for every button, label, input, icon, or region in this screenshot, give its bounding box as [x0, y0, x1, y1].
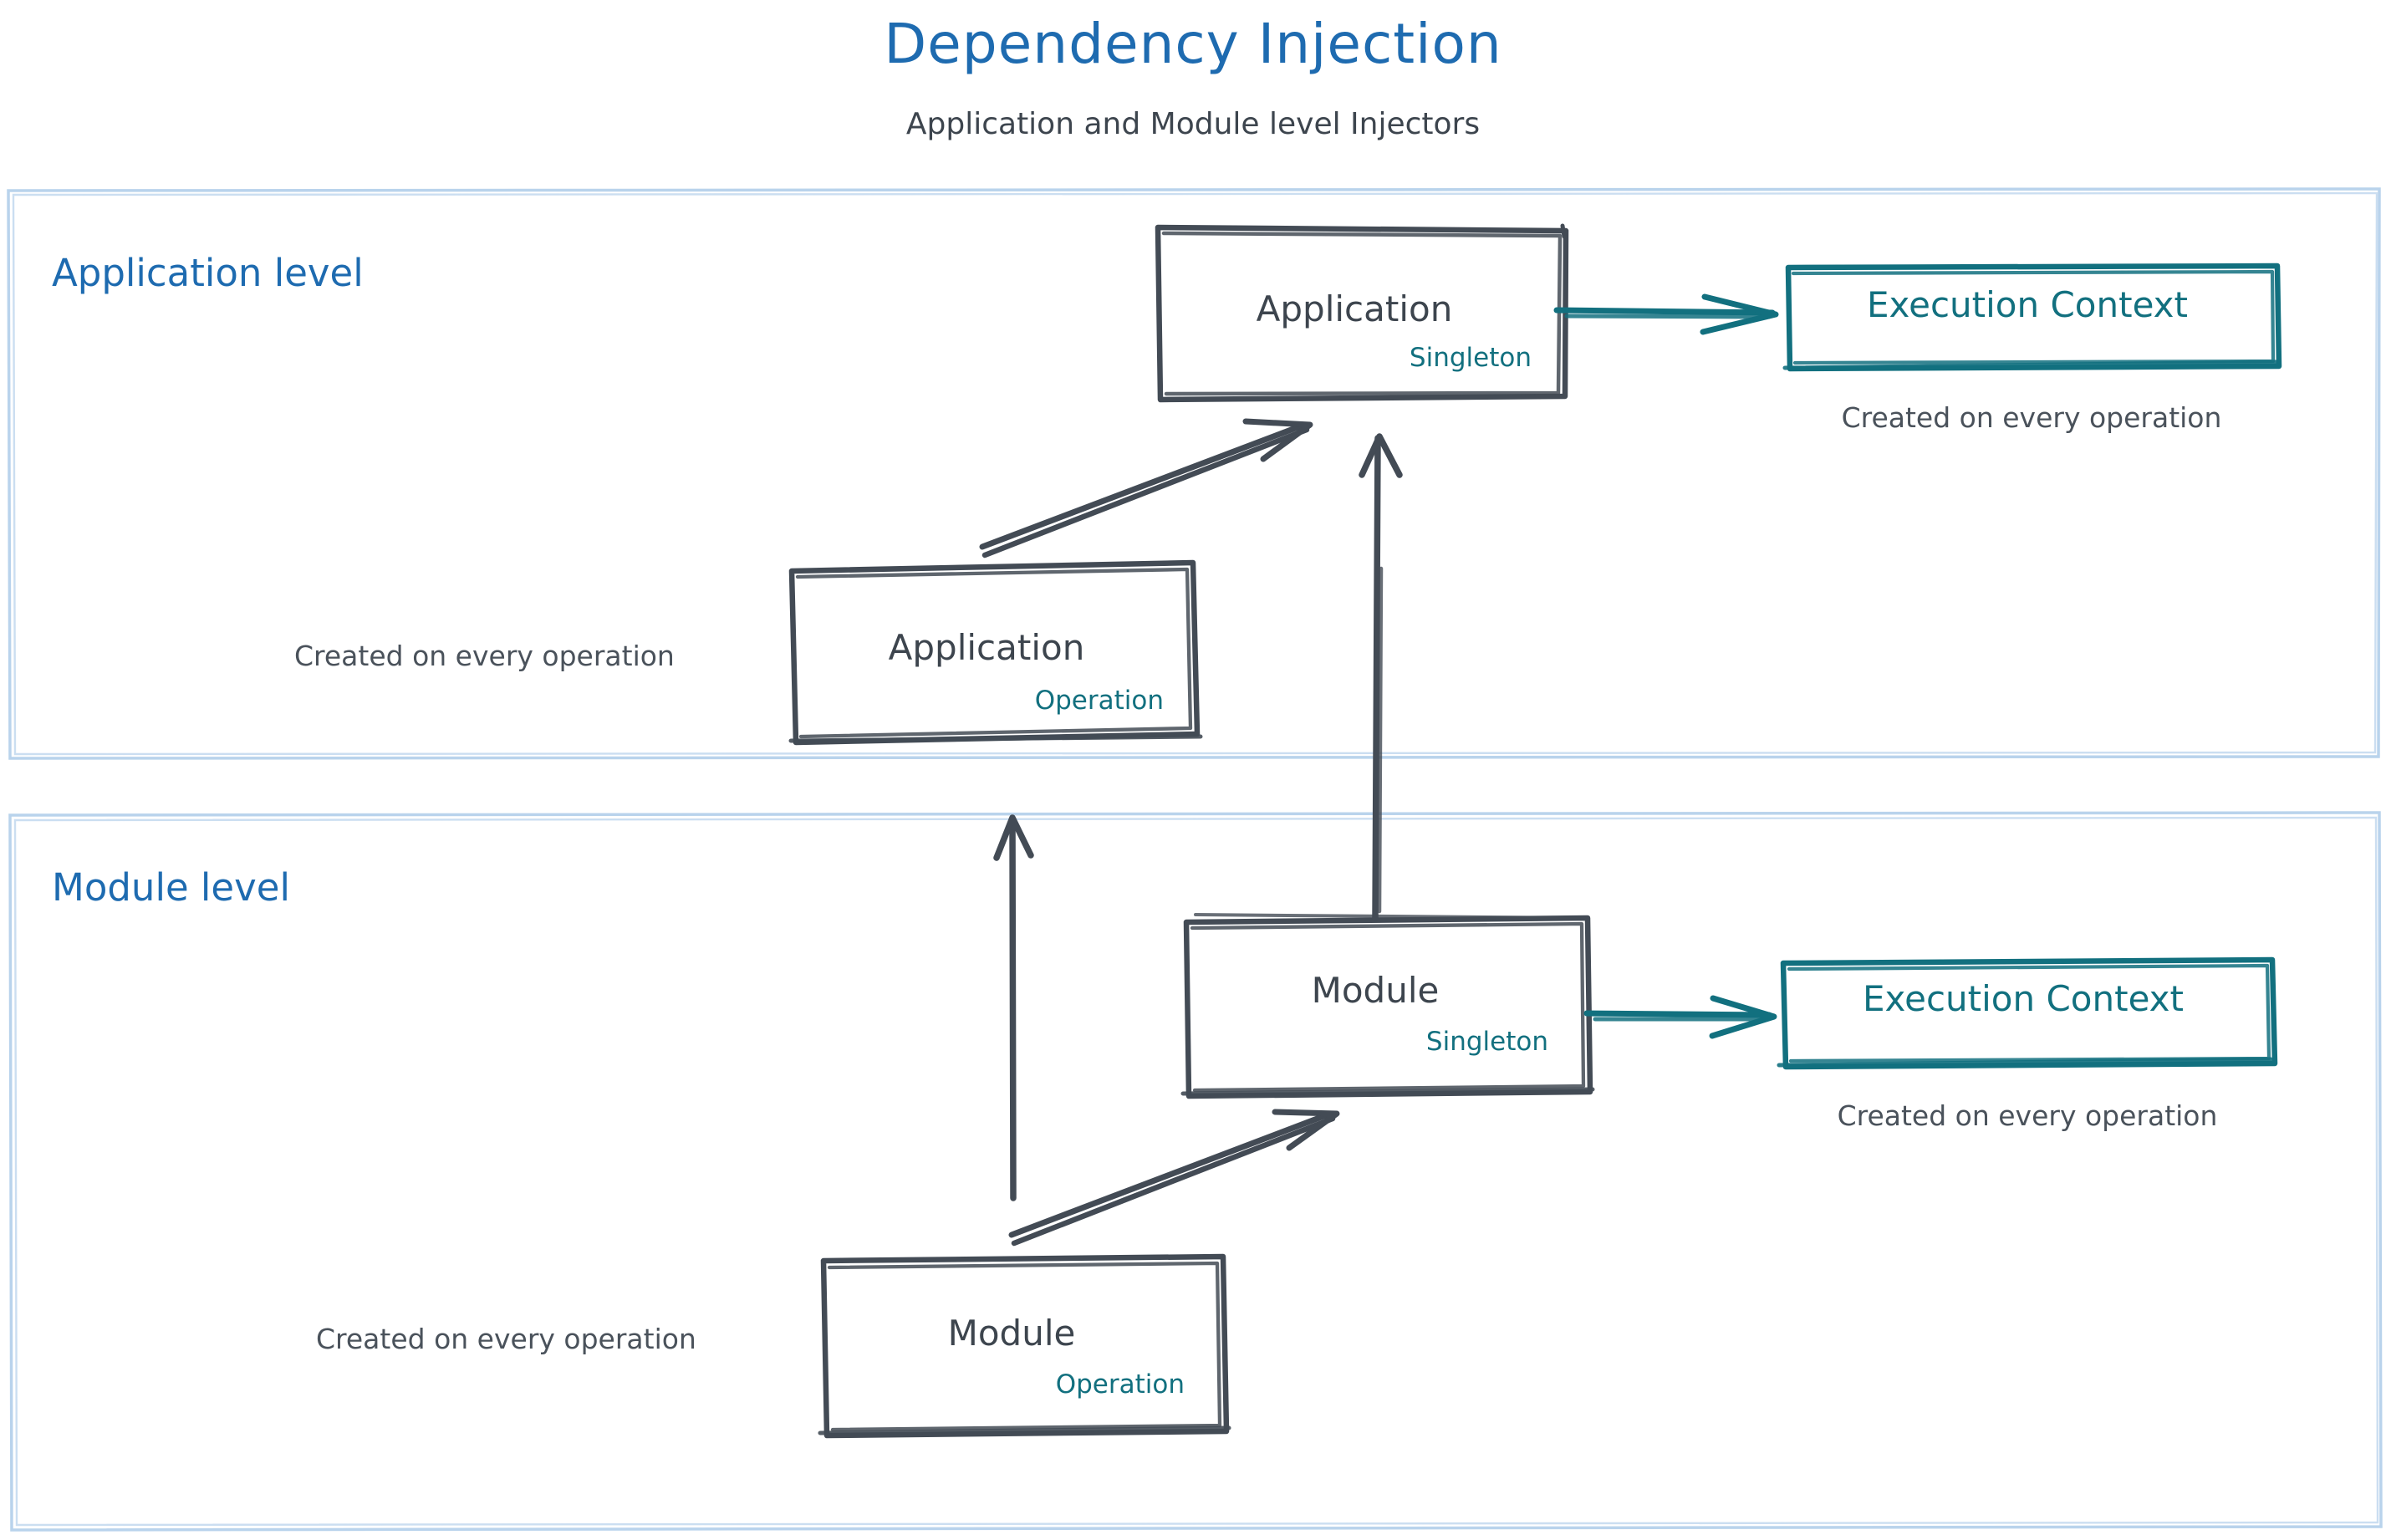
node-application-operation-box[interactable] — [788, 559, 1203, 746]
node-module-operation-note: Created on every operation — [316, 1323, 696, 1355]
node-application-operation-note: Created on every operation — [294, 640, 675, 672]
edge-app-singleton-to-execution-context — [1553, 293, 1779, 335]
node-execution-context-module-box[interactable] — [1777, 956, 2278, 1070]
edge-module-operation-to-module-singleton — [1008, 1109, 1340, 1247]
node-module-singleton-scope: Singleton — [1425, 1027, 1548, 1057]
node-application-singleton-box[interactable] — [1155, 223, 1569, 403]
edge-app-operation-to-app-singleton — [979, 418, 1313, 558]
node-module-singleton-box[interactable] — [1180, 913, 1595, 1099]
section-container-module-level — [8, 811, 2383, 1532]
node-execution-context-module-title: Execution Context — [1863, 978, 2184, 1019]
section-container-application-level — [7, 187, 2381, 760]
node-module-operation-title: Module — [947, 1313, 1076, 1354]
node-application-singleton-title: Application — [1256, 288, 1453, 329]
node-execution-context-app-box[interactable] — [1782, 263, 2282, 372]
node-execution-context-app-note: Created on every operation — [1841, 401, 2222, 434]
section-label-module-level: Module level — [52, 865, 290, 910]
page-title: Dependency Injection — [884, 12, 1502, 76]
node-application-operation-title: Application — [888, 627, 1085, 668]
node-application-operation-scope: Operation — [1034, 686, 1164, 716]
edge-module-singleton-to-execution-context — [1583, 995, 1777, 1039]
page-subtitle: Application and Module level Injectors — [905, 107, 1481, 141]
node-module-operation-box[interactable] — [818, 1253, 1231, 1439]
node-module-singleton-title: Module — [1311, 970, 1440, 1011]
edge-module-operation-to-app-operation — [993, 814, 1034, 1201]
node-execution-context-app-title: Execution Context — [1867, 284, 2188, 325]
section-label-application-level: Application level — [52, 251, 364, 295]
edge-module-singleton-to-app-singleton — [1359, 433, 1403, 921]
node-execution-context-module-note: Created on every operation — [1837, 1099, 2218, 1132]
node-module-operation-scope: Operation — [1055, 1369, 1185, 1400]
node-application-singleton-scope: Singleton — [1409, 343, 1532, 373]
